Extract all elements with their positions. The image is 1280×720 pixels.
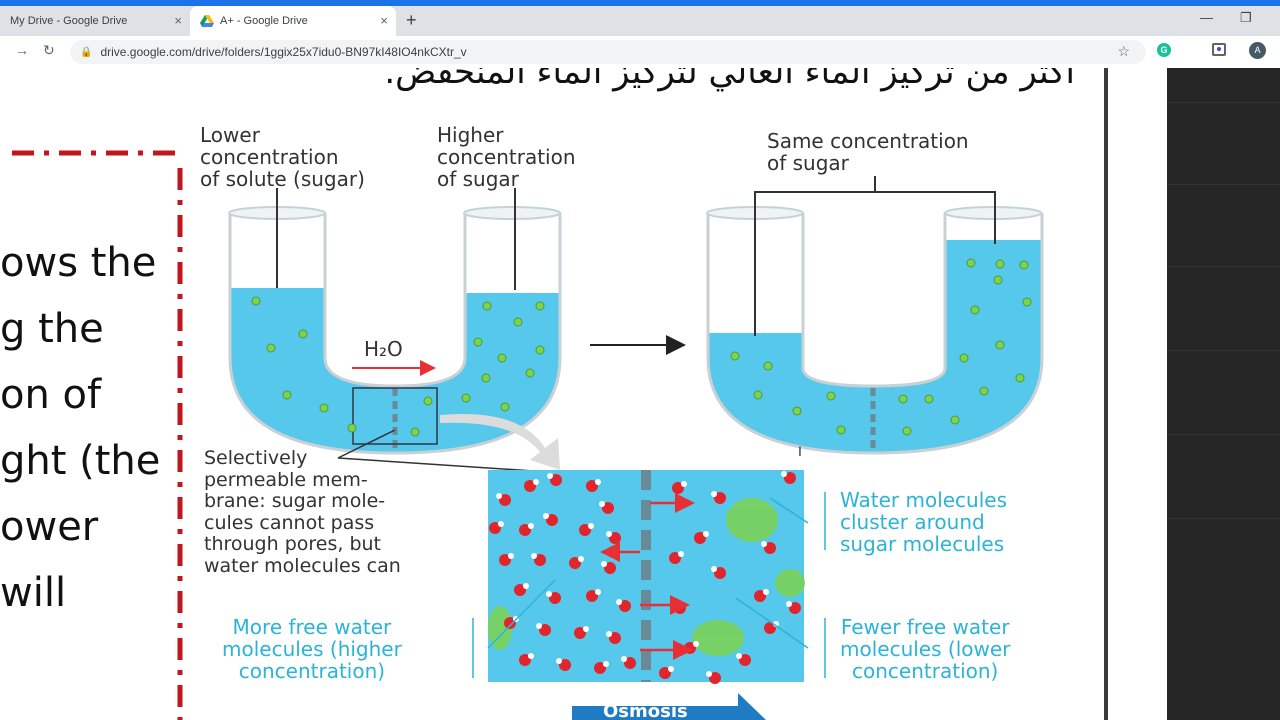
- tab-title: A+ - Google Drive: [220, 15, 308, 27]
- water-molecules: [489, 471, 801, 684]
- label-lower-concentration: Lower concentration of solute (sugar): [200, 123, 365, 191]
- panel-divider: [1167, 518, 1280, 519]
- grammarly-extension-icon[interactable]: G: [1157, 43, 1171, 57]
- panel-divider: [1167, 434, 1280, 435]
- new-tab-icon[interactable]: +: [406, 10, 417, 30]
- slide-text-line: on of: [0, 372, 102, 418]
- callout-lines: [472, 492, 826, 678]
- label-water-cluster: Water molecules cluster around sugar mol…: [840, 488, 1008, 556]
- zoom-arrow: [440, 413, 560, 470]
- panel-divider: [1167, 266, 1280, 267]
- label-osmosis: Osmosis: [603, 701, 688, 720]
- panel-divider: [1167, 350, 1280, 351]
- window-top-band: [0, 0, 1280, 6]
- label-fewer-free-water: Fewer free water molecules (lower concen…: [840, 615, 1011, 683]
- flow-arrows: [600, 493, 695, 660]
- sugar-clusters: [488, 498, 805, 656]
- membrane-leader: [337, 429, 396, 459]
- osmosis-arrow: [572, 693, 766, 720]
- text-cursor-icon: I: [798, 443, 802, 459]
- tab-a-plus[interactable]: A+ - Google Drive ×: [190, 6, 396, 36]
- tab-strip: My Drive - Google Drive × A+ - Google Dr…: [0, 6, 1280, 36]
- slide-text-line: ows the: [0, 240, 157, 286]
- restore-icon[interactable]: ❐: [1240, 10, 1252, 25]
- label-more-free-water: More free water molecules (higher concen…: [222, 615, 402, 683]
- vertical-divider: [1104, 68, 1108, 720]
- profile-avatar[interactable]: A: [1249, 42, 1266, 59]
- address-bar: → ↻ 🔒 drive.google.com/drive/folders/1gg…: [0, 36, 1280, 69]
- sugar-molecules-left: [251, 296, 545, 437]
- dark-side-panel: [1167, 68, 1280, 720]
- sugar-molecules-right: [730, 258, 1032, 436]
- video-content-area: اكثر من تركيز الماء العالي لتركيز الماء …: [0, 68, 1280, 720]
- lock-icon: 🔒: [80, 46, 93, 58]
- close-tab-icon[interactable]: ×: [174, 13, 182, 28]
- slide-text-line: ower: [0, 504, 99, 550]
- slide-text-line: ght (the: [0, 438, 161, 484]
- url-text: drive.google.com/drive/folders/1ggix25x7…: [100, 45, 467, 59]
- u-tube-right: [706, 176, 1044, 455]
- osmosis-diagram: [12, 150, 1044, 720]
- slide-text-line: g the: [0, 306, 104, 352]
- google-drive-icon: [200, 15, 214, 27]
- label-membrane: Selectively permeable mem- brane: sugar …: [204, 447, 401, 577]
- panel-divider: [1167, 184, 1280, 185]
- minimize-icon[interactable]: —: [1200, 10, 1213, 25]
- panel-divider: [1167, 102, 1280, 103]
- tab-my-drive[interactable]: My Drive - Google Drive ×: [0, 6, 190, 36]
- u-tube-left: [228, 188, 562, 455]
- bookmark-star-icon[interactable]: ☆: [1117, 43, 1130, 59]
- slide-text-line: will: [0, 570, 67, 616]
- label-h2o: H₂O: [364, 337, 403, 361]
- url-field[interactable]: 🔒 drive.google.com/drive/folders/1ggix25…: [70, 40, 1146, 64]
- label-same-concentration: Same concentration of sugar: [767, 129, 969, 175]
- slide-heading-arabic: اكثر من تركيز الماء العالي لتركيز الماء …: [384, 68, 1075, 92]
- reload-icon[interactable]: ↻: [43, 42, 55, 58]
- label-higher-concentration: Higher concentration of sugar: [437, 123, 576, 191]
- tab-title: My Drive - Google Drive: [10, 15, 128, 27]
- forward-icon[interactable]: →: [15, 42, 29, 58]
- dashed-frame: [12, 150, 183, 720]
- extension-icon[interactable]: [1212, 43, 1226, 56]
- close-tab-icon[interactable]: ×: [380, 13, 388, 28]
